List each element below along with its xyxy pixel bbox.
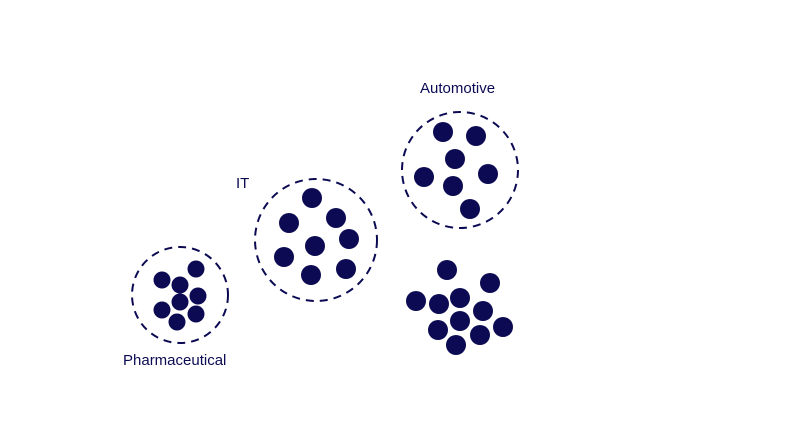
cluster-dot: [189, 287, 207, 305]
cluster-dot: [414, 167, 434, 187]
cluster-dot: [493, 317, 513, 337]
cluster-dot: [279, 213, 299, 233]
label-automotive: Automotive: [420, 80, 496, 97]
cluster-dot: [429, 294, 449, 314]
cluster-dot: [450, 311, 470, 331]
cluster-dot: [480, 273, 500, 293]
cluster-dot: [478, 164, 498, 184]
cluster-dot: [302, 188, 322, 208]
cluster-dot: [168, 313, 186, 331]
cluster-dot: [446, 335, 466, 355]
cluster-dot: [460, 199, 480, 219]
cluster-dot: [470, 325, 490, 345]
cluster-dot: [171, 276, 189, 294]
cluster-dot: [406, 291, 426, 311]
cluster-it: [254, 178, 378, 302]
cluster-dot: [274, 247, 294, 267]
cluster-dot: [437, 260, 457, 280]
cluster-dot: [171, 293, 189, 311]
cluster-dot: [301, 265, 321, 285]
cluster-dot: [336, 259, 356, 279]
cluster-dot: [187, 305, 205, 323]
cluster-dot: [466, 126, 486, 146]
cluster-dot: [433, 122, 453, 142]
cluster-automotive: [401, 111, 519, 229]
cluster-boundary: [131, 246, 229, 344]
cluster-dot: [450, 288, 470, 308]
cluster-pharmaceutical: [131, 246, 229, 344]
cluster-dot: [473, 301, 493, 321]
label-pharmaceutical: Pharmaceutical: [123, 352, 227, 369]
cluster-dot: [445, 149, 465, 169]
cluster-boundary: [401, 111, 519, 229]
cluster-dot: [443, 176, 463, 196]
cluster-unlabeled: [406, 260, 513, 355]
cluster-dot: [153, 271, 171, 289]
cluster-boundary: [254, 178, 378, 302]
label-it: IT: [236, 175, 250, 192]
cluster-dot: [339, 229, 359, 249]
cluster-dot: [187, 260, 205, 278]
cluster-dot: [428, 320, 448, 340]
cluster-dot: [153, 301, 171, 319]
cluster-dot: [305, 236, 325, 256]
cluster-dot: [326, 208, 346, 228]
